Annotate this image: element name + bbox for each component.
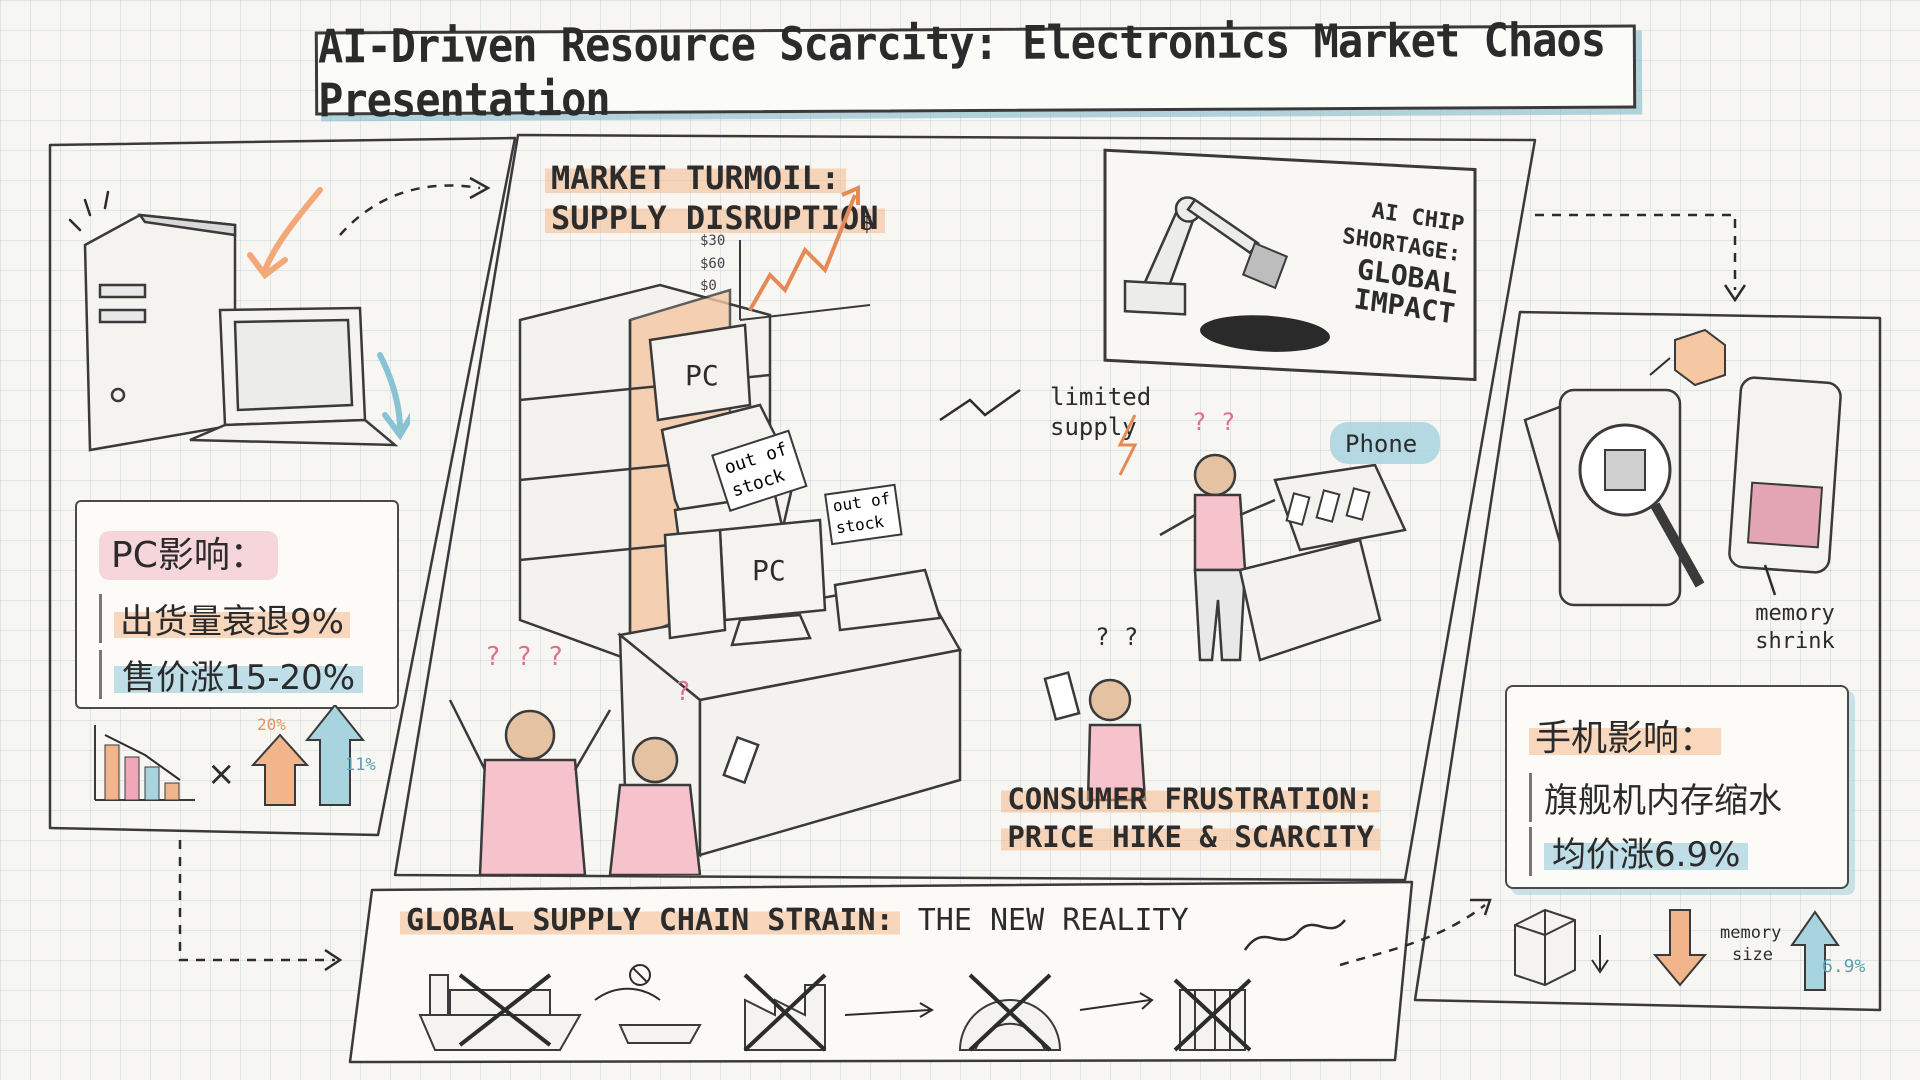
left-panel-frame: [48, 136, 517, 837]
connector-top-right: [1535, 213, 1737, 290]
cube-icon: [1674, 328, 1726, 387]
pc-stat-shipments: 出货量衰退9%: [99, 594, 350, 643]
connector-bottom-right: [1339, 904, 1486, 967]
svg-text:$: $: [860, 211, 873, 236]
svg-text:memory: memory: [1720, 923, 1781, 943]
phone-bottom-icons: memory size 6.9%: [1514, 908, 1866, 991]
dark-hole: [1200, 315, 1330, 352]
phone-stat-price: 均价涨6.9%: [1529, 827, 1749, 876]
pc-stat-price: 售价涨15-20%: [99, 650, 364, 699]
cube-icon: [1514, 908, 1576, 987]
pc-mini-chart: × 20% 11%: [94, 705, 376, 806]
pc-impact-title: PC影响：: [99, 531, 278, 580]
arrow-up-icon: [1790, 910, 1840, 991]
ai-chip-billboard: AI CHIP SHORTAGE: GLOBAL IMPACT: [1100, 130, 1485, 390]
confused-woman: [608, 735, 760, 875]
market-turmoil-heading: MARKET TURMOIL: SUPPLY DISRUPTION: [545, 158, 885, 238]
chip-icon: [1604, 449, 1646, 491]
bar-2: [124, 756, 140, 801]
bar-3: [144, 766, 160, 801]
arrow-up-icon: [250, 733, 310, 806]
blue-arrow-icon: [377, 352, 410, 441]
svg-text:PC: PC: [685, 359, 719, 392]
building-icon: [1179, 989, 1246, 1051]
chip-icon: [1241, 241, 1289, 290]
svg-text:$30: $30: [700, 233, 725, 249]
robot-arm-icon: [1123, 196, 1260, 316]
center-panel-frame: [393, 133, 1537, 882]
pc-illustration: [68, 187, 410, 452]
memory-shrink-label: memory shrink: [1755, 601, 1835, 654]
orange-arrow-icon: [247, 187, 323, 280]
right-panel-frame: [1413, 310, 1882, 1012]
pc-impact-card: PC影响： 出货量衰退9% 售价涨15-20%: [75, 500, 399, 709]
phone-stat-memory: 旗舰机内存缩水: [1529, 773, 1782, 822]
svg-text:$60: $60: [700, 256, 725, 272]
phone-display: [1238, 463, 1407, 662]
connector-top-left: [339, 184, 481, 236]
connector-left-bottom: [178, 840, 335, 962]
times-sign: ×: [207, 754, 236, 794]
lightning-icon: [939, 388, 1021, 422]
ship-icon: [418, 974, 582, 1051]
svg-text:?: ?: [675, 677, 691, 707]
shocked-man: [448, 699, 612, 875]
phone-impact-card: 手机影响： 旗舰机内存缩水 均价涨6.9%: [1505, 685, 1849, 889]
svg-text:? ? ?: ? ? ?: [485, 642, 563, 672]
globe-icon: [958, 999, 1062, 1051]
supply-chain-heading: GLOBAL SUPPLY CHAIN STRAIN: THE NEW REAL…: [400, 903, 1189, 938]
phone-illustration: [1523, 328, 1842, 607]
bar-4: [164, 782, 180, 801]
svg-text:supply: supply: [1050, 413, 1137, 441]
arrow-down-icon: [1652, 909, 1708, 987]
laptop-icon: [189, 306, 399, 447]
supply-chain-icons: [418, 964, 1252, 1052]
svg-text:limited: limited: [1050, 383, 1151, 411]
svg-text:size: size: [1732, 945, 1773, 965]
svg-text:? ?: ? ?: [1192, 408, 1235, 436]
squiggle-decoration: [1243, 919, 1346, 951]
consumer-frustration-heading: CONSUMER FRUSTRATION: PRICE HIKE & SCARC…: [960, 780, 1380, 856]
arrow-up-icon: [304, 705, 366, 806]
pct-11-label: 11%: [345, 755, 376, 775]
ship-icon: [618, 1024, 702, 1044]
store-scene: $30 $60 $0 $ PC out of stock PC out of s…: [448, 184, 1440, 875]
memory-fill: [1746, 481, 1824, 549]
phone-impact-title: 手机影响：: [1529, 718, 1722, 759]
svg-text:$0: $0: [700, 278, 717, 294]
svg-text:? ?: ? ?: [1095, 623, 1138, 651]
phone-sign: Phone: [1345, 430, 1417, 458]
svg-text:PC: PC: [752, 554, 786, 587]
computer-tower-icon: [83, 213, 237, 452]
pct-6-9-label: 6.9%: [1822, 956, 1866, 977]
monitor-icon: [648, 323, 752, 422]
bar-1: [104, 744, 120, 801]
price-chart: [739, 184, 871, 321]
phone-user: [1043, 671, 1147, 802]
pct-20-label: 20%: [257, 715, 286, 734]
